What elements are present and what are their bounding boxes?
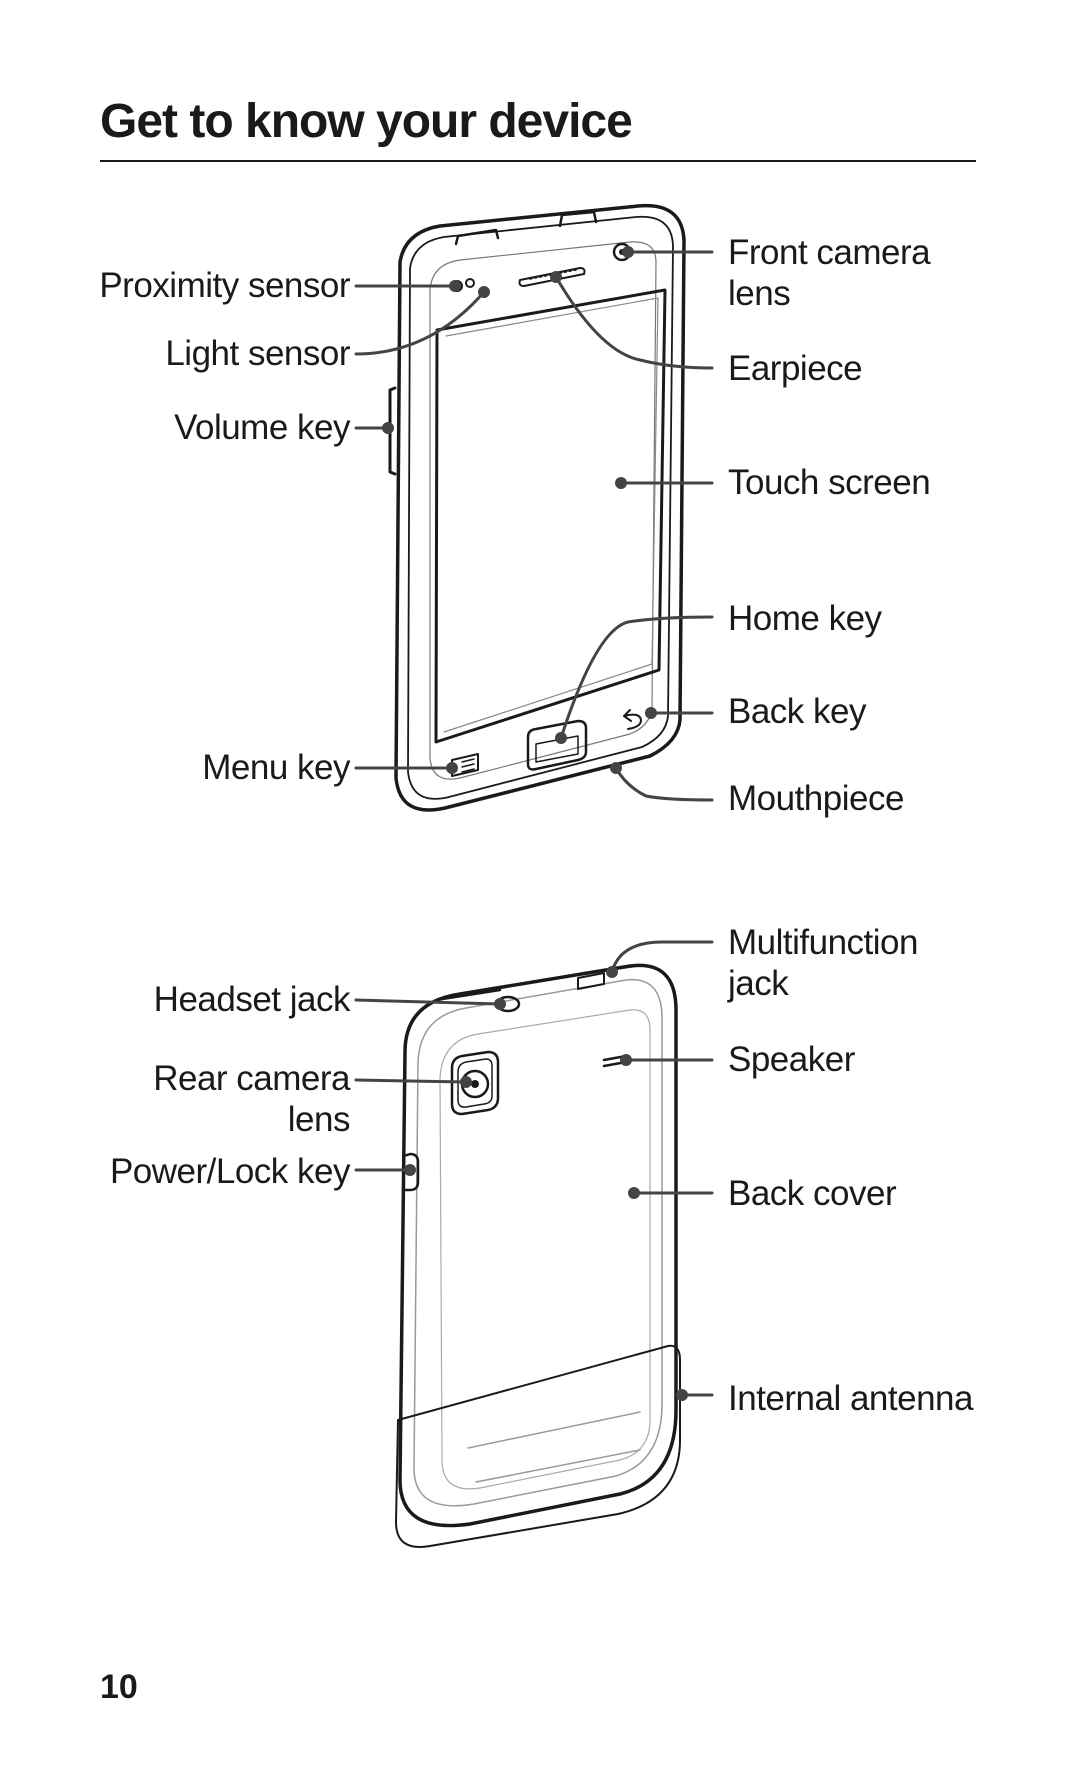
label-headset-jack: Headset jack xyxy=(153,980,351,1019)
label-power-lock-key: Power/Lock key xyxy=(109,1152,351,1191)
label-back-key: Back key xyxy=(728,692,867,731)
label-multifunction-jack-line2: jack xyxy=(728,964,789,1003)
label-volume-key: Volume key xyxy=(174,408,350,447)
label-speaker: Speaker xyxy=(728,1040,855,1079)
label-front-camera-lens-line1: Front camera xyxy=(728,233,931,272)
front-phone-drawing xyxy=(388,203,686,812)
label-earpiece: Earpiece xyxy=(728,349,863,388)
label-internal-antenna: Internal antenna xyxy=(728,1379,973,1418)
label-touch-screen: Touch screen xyxy=(728,463,931,502)
label-home-key: Home key xyxy=(728,599,882,638)
leader-dots xyxy=(382,246,688,1401)
page-number: 10 xyxy=(100,1668,138,1706)
leader-lines xyxy=(354,250,714,1397)
label-rear-camera-lens-line1: Rear camera xyxy=(153,1059,350,1098)
label-menu-key: Menu key xyxy=(202,748,350,787)
label-front-camera-lens-line2: lens xyxy=(728,274,791,313)
label-proximity-sensor: Proximity sensor xyxy=(99,266,350,305)
page-title: Get to know your device xyxy=(100,95,633,148)
label-rear-camera-lens-line2: lens xyxy=(287,1100,351,1139)
label-mouthpiece: Mouthpiece xyxy=(728,779,904,818)
label-multifunction-jack-line1: Multifunction xyxy=(728,923,918,962)
label-back-cover: Back cover xyxy=(728,1174,897,1213)
rear-phone-drawing xyxy=(395,963,681,1548)
label-light-sensor: Light sensor xyxy=(165,334,350,373)
title-divider xyxy=(100,160,976,162)
